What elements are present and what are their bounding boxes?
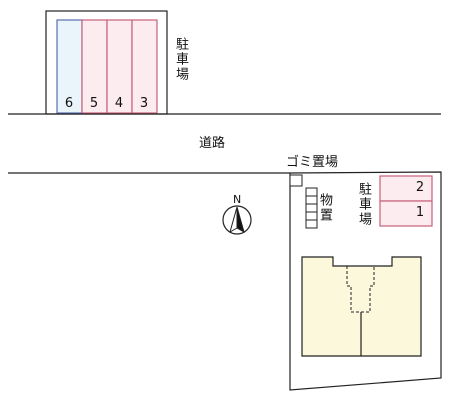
space-number-6: 6 [64,96,74,111]
storage-shed [305,187,318,229]
garbage-box [289,174,303,187]
top-parking-label: 駐車場 [173,37,188,82]
space-number-5: 5 [89,96,99,111]
right-parking-label: 駐車場 [356,182,371,227]
parking-space-2 [379,175,433,202]
parking-space-1 [379,200,433,227]
building-footprint [301,256,422,357]
parking-space-6 [56,19,83,114]
road-label: 道路 [199,136,226,151]
compass-icon [222,205,252,235]
storage-label: 物置 [317,193,332,223]
parking-space-3 [131,19,158,114]
space-number-1: 1 [415,205,425,220]
space-number-3: 3 [139,96,149,111]
space-number-2: 2 [415,180,425,195]
building-dashed-outline [346,266,375,313]
parking-space-5 [81,19,108,114]
space-number-4: 4 [114,96,124,111]
compass-north-label: N [233,193,242,206]
garbage-label: ゴミ置場 [286,155,339,170]
